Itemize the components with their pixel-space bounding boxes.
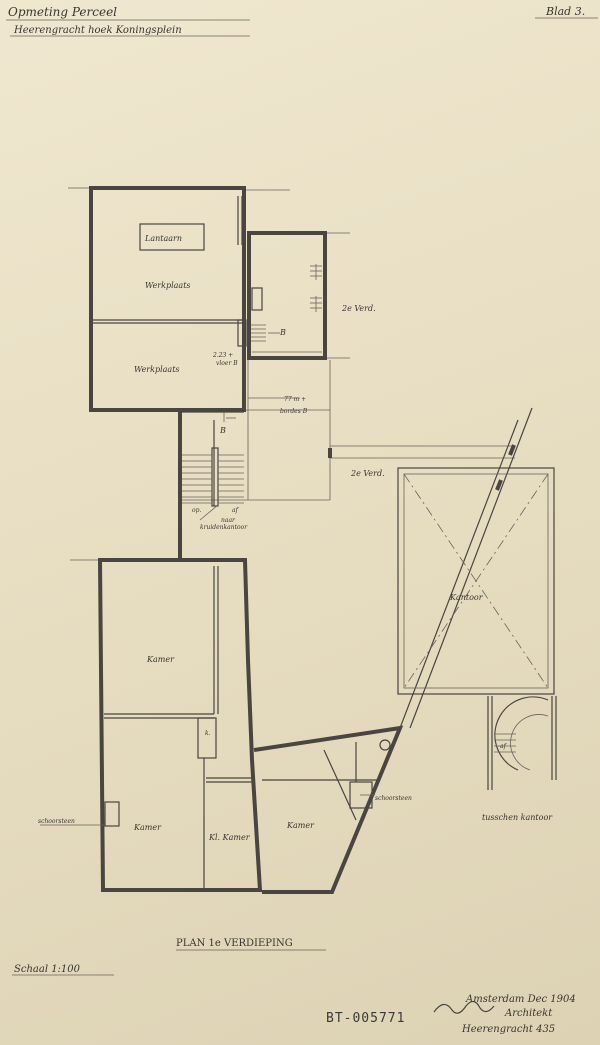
- note-af: af: [232, 507, 240, 514]
- title-line-1: Opmeting Perceel: [8, 5, 117, 19]
- note-k: k.: [205, 730, 211, 737]
- stair-hall: [178, 411, 244, 560]
- note-schoorsteen-right: schoorsteen: [375, 795, 412, 802]
- note-af-small: af: [500, 743, 508, 750]
- note-b-stair: B: [219, 426, 226, 435]
- architect-address: Heerengracht 435: [461, 1024, 555, 1035]
- room-label-lantaarn: Lantaarn: [144, 234, 182, 243]
- tusschen-kantoor-block: [487, 696, 557, 790]
- room-label-kamer-bottom: Kamer: [133, 823, 162, 832]
- sheet-number: Blad 3.: [545, 5, 585, 18]
- room-label-kantoor: Kantoor: [449, 593, 484, 602]
- note-level-223: 2.23 +: [212, 352, 233, 359]
- room-label-kl-kamer: Kl. Kamer: [208, 833, 251, 842]
- leader-lines: [40, 332, 375, 826]
- note-naar: naar: [221, 517, 236, 524]
- kamer-block: [97, 558, 263, 892]
- stove-symbol: [379, 739, 391, 751]
- note-b-top: B: [279, 328, 286, 337]
- plan-title: PLAN 1e VERDIEPING: [176, 938, 293, 949]
- note-2e-verd-mid: 2e Verd.: [350, 469, 385, 478]
- title-line-2: Heerengracht hoek Koningsplein: [13, 25, 182, 36]
- lantaarn-skylight: [139, 223, 205, 251]
- werkplaats-block: [89, 186, 266, 412]
- room-label-tusschen-kantoor: tusschen kantoor: [482, 813, 553, 822]
- kantoor-block: [328, 448, 555, 695]
- right-wing: [253, 725, 404, 894]
- note-op: op.: [192, 507, 201, 514]
- note-schoorsteen-left: schoorsteen: [38, 818, 75, 825]
- architect-title: Architekt: [504, 1008, 553, 1019]
- note-level-77: 77 m +: [284, 396, 306, 403]
- room-label-werkplaats-bottom: Werkplaats: [134, 365, 180, 374]
- archive-stamp: BT-005771: [326, 1011, 405, 1026]
- room-label-kamer-right: Kamer: [286, 821, 315, 830]
- note-2e-verd-top: 2e Verd.: [341, 304, 376, 313]
- annex-block: [247, 231, 327, 360]
- note-vloer-b: vloer B: [216, 360, 238, 367]
- place-date: Amsterdam Dec 1904: [465, 994, 576, 1005]
- scale-label: Schaal 1:100: [14, 964, 81, 975]
- architect-signature: [433, 1000, 495, 1014]
- extension-lines: [68, 187, 515, 561]
- room-label-kamer-top: Kamer: [146, 655, 175, 664]
- note-kruidenkantoor: kruidenkantoor: [200, 524, 248, 531]
- diagonal-boundary: [399, 407, 533, 729]
- note-bordes-b: bordes B: [280, 408, 308, 415]
- room-label-werkplaats-top: Werkplaats: [145, 281, 191, 290]
